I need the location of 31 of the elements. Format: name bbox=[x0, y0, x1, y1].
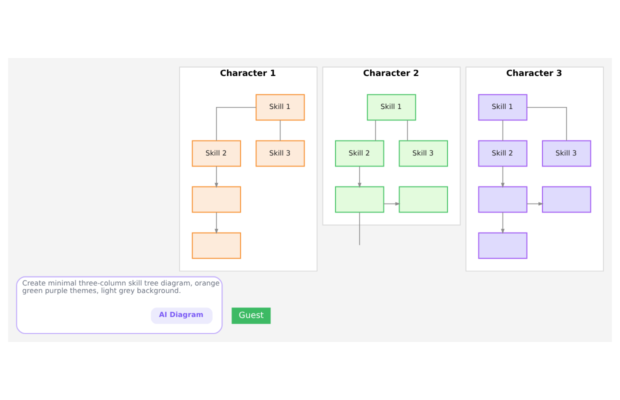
node-box bbox=[398, 186, 448, 213]
node-box bbox=[192, 232, 242, 259]
arrow bbox=[214, 166, 218, 188]
node-box: Skill 2 bbox=[192, 140, 242, 167]
node-box: Skill 1 bbox=[478, 94, 528, 121]
node-box bbox=[478, 232, 528, 259]
connector bbox=[280, 120, 281, 142]
arrow bbox=[358, 166, 362, 188]
connector bbox=[216, 107, 256, 142]
node-box: Skill 1 bbox=[256, 94, 305, 121]
arrow bbox=[500, 212, 505, 234]
node-box bbox=[542, 186, 592, 213]
node-box: Skill 2 bbox=[478, 140, 528, 167]
node-box: Skill 3 bbox=[256, 140, 305, 167]
connector bbox=[502, 120, 504, 142]
node-box: Skill 3 bbox=[542, 140, 592, 167]
connector bbox=[375, 120, 376, 142]
node-box: Skill 2 bbox=[335, 140, 384, 167]
arrow bbox=[383, 202, 400, 206]
node-box: Skill 1 bbox=[366, 94, 416, 121]
node-box bbox=[335, 186, 384, 213]
connector bbox=[407, 120, 408, 142]
arrow bbox=[214, 212, 218, 234]
arrow bbox=[500, 166, 505, 188]
node-box bbox=[192, 186, 242, 213]
node-box: Guest bbox=[232, 308, 271, 324]
arrow bbox=[526, 202, 544, 206]
connector bbox=[359, 212, 360, 246]
connector bbox=[526, 107, 567, 142]
node-box bbox=[478, 186, 528, 213]
node-box: Skill 3 bbox=[398, 140, 448, 167]
